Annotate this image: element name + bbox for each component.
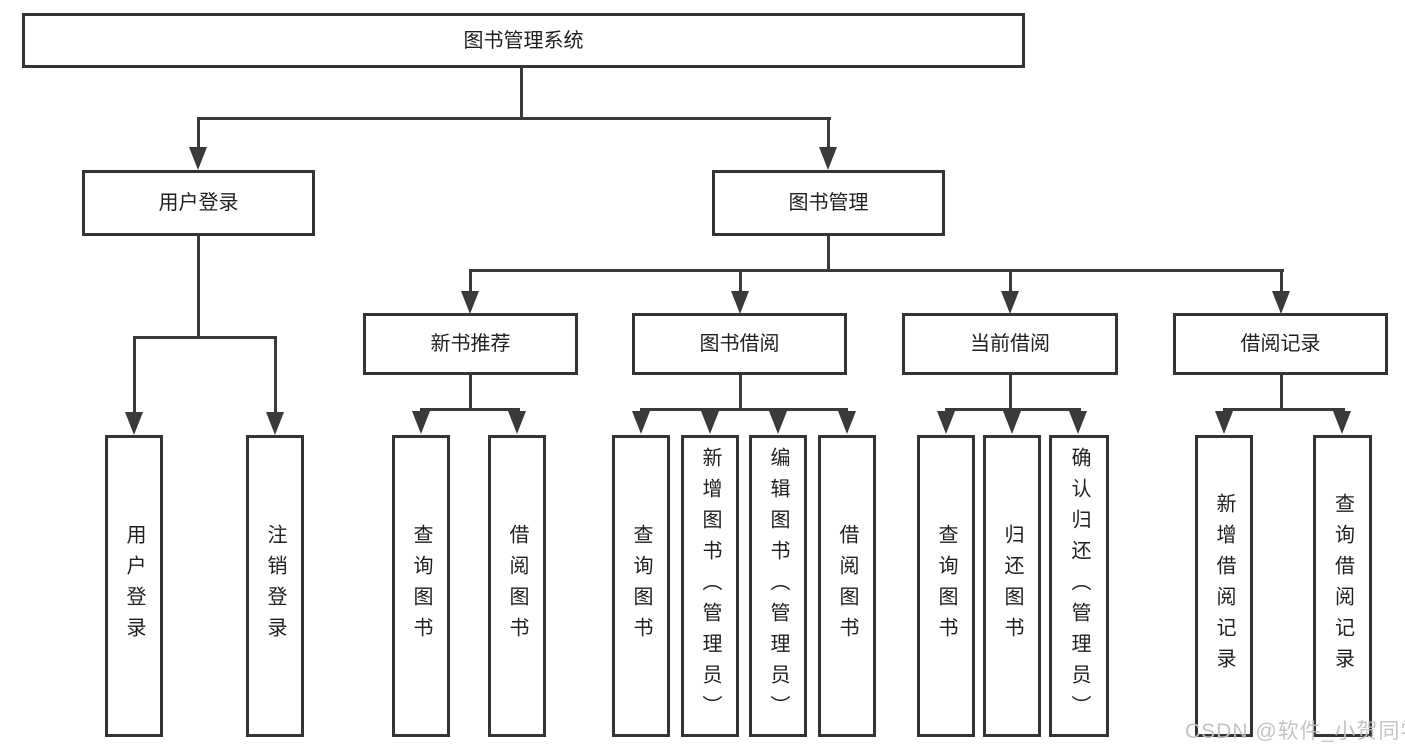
arrowhead-book-management xyxy=(819,147,837,170)
leaf-query-books-3: 查询图书 xyxy=(917,435,975,737)
connector-group4-stem xyxy=(1280,375,1283,411)
arrowhead-leaf-confirm-return xyxy=(1069,411,1087,434)
connector-group4-drop xyxy=(1280,269,1283,294)
connector-user-leaf1-drop xyxy=(133,336,136,414)
leaf-borrow-books-2: 借阅图书 xyxy=(818,435,876,737)
leaf-query-books-2: 查询图书 xyxy=(612,435,670,737)
node-root-system: 图书管理系统 xyxy=(22,13,1025,68)
leaf-return-book: 归还图书 xyxy=(983,435,1041,737)
connector-user-leaf2-drop xyxy=(274,336,277,414)
node-new-book-recommend: 新书推荐 xyxy=(363,313,578,375)
arrowhead-leaf-query2 xyxy=(632,411,650,434)
arrowhead-leaf-query1 xyxy=(412,411,430,434)
connector-book-stem xyxy=(827,236,830,272)
connector-book-drop xyxy=(827,117,830,149)
connector-group1-rail xyxy=(420,408,520,411)
leaf-confirm-return-admin: 确认归还（管理员） xyxy=(1049,435,1109,737)
connector-group2-rail xyxy=(640,408,848,411)
connector-group2-drop xyxy=(739,269,742,294)
connector-group3-stem xyxy=(1009,375,1012,411)
arrowhead-leaf-query-record xyxy=(1333,411,1351,434)
watermark-csdn: CSDN @软件_小贺同学 xyxy=(1185,720,1405,743)
node-borrow-records: 借阅记录 xyxy=(1173,313,1388,375)
connector-group1-drop xyxy=(469,269,472,294)
arrowhead-leaf-add-book xyxy=(701,411,719,434)
arrowhead-leaf-edit-book xyxy=(769,411,787,434)
connector-root-rail xyxy=(197,117,831,120)
node-user-login-branch: 用户登录 xyxy=(82,170,315,236)
connector-group2-stem xyxy=(739,375,742,411)
connector-group4-rail xyxy=(1223,408,1345,411)
connector-book-rail xyxy=(469,269,1284,272)
arrowhead-user-leaf2 xyxy=(266,412,284,435)
leaf-logout: 注销登录 xyxy=(246,435,304,737)
connector-group3-drop xyxy=(1009,269,1012,294)
arrowhead-user-login xyxy=(189,147,207,170)
leaf-borrow-books-1: 借阅图书 xyxy=(488,435,546,737)
leaf-query-borrow-record: 查询借阅记录 xyxy=(1313,435,1372,737)
arrowhead-group1 xyxy=(461,291,479,314)
arrowhead-leaf-query3 xyxy=(937,411,955,434)
leaf-user-login: 用户登录 xyxy=(105,435,163,737)
leaf-add-borrow-record: 新增借阅记录 xyxy=(1195,435,1253,737)
arrowhead-group4 xyxy=(1272,291,1290,314)
arrowhead-leaf-add-record xyxy=(1215,411,1233,434)
connector-user-drop xyxy=(197,117,200,149)
connector-user-stem xyxy=(197,236,200,339)
connector-root-stem xyxy=(520,66,523,120)
arrowhead-leaf-return xyxy=(1003,411,1021,434)
connector-group1-stem xyxy=(469,375,472,411)
node-book-management-branch: 图书管理 xyxy=(712,170,945,236)
node-current-borrow: 当前借阅 xyxy=(902,313,1118,375)
node-book-borrow: 图书借阅 xyxy=(632,313,847,375)
arrowhead-leaf-borrow2 xyxy=(838,411,856,434)
arrowhead-user-leaf1 xyxy=(125,412,143,435)
leaf-add-book-admin: 新增图书（管理员） xyxy=(681,435,739,737)
arrowhead-group2 xyxy=(731,291,749,314)
arrowhead-leaf-borrow1 xyxy=(508,411,526,434)
connector-user-rail xyxy=(133,336,277,339)
leaf-query-books-1: 查询图书 xyxy=(392,435,450,737)
leaf-edit-book-admin: 编辑图书（管理员） xyxy=(749,435,807,737)
connector-group3-rail xyxy=(945,408,1081,411)
arrowhead-group3 xyxy=(1001,291,1019,314)
